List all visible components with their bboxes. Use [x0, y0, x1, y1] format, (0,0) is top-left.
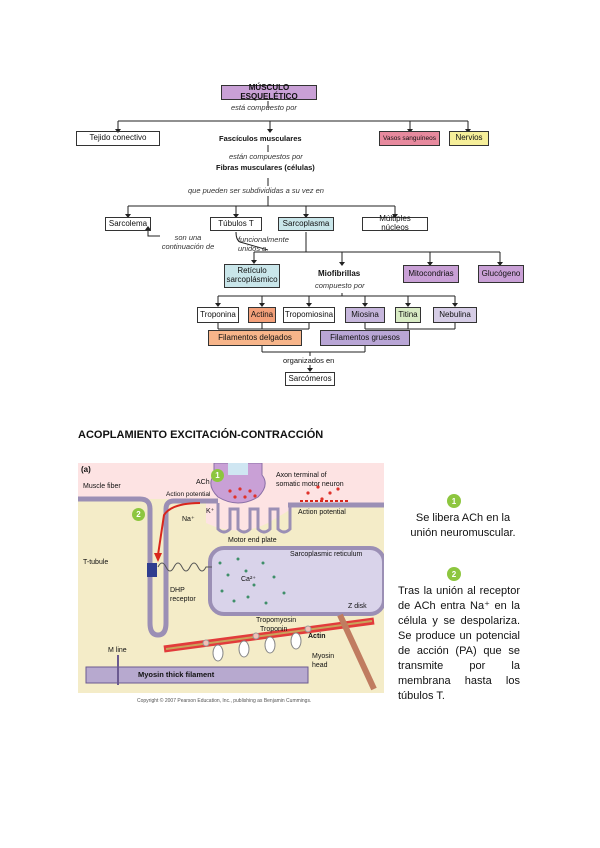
- label-t-tubule: T-tubule: [83, 559, 109, 566]
- ca-ions: [218, 557, 286, 605]
- dhp-receptor: [147, 563, 157, 577]
- node-titina: Titina: [395, 307, 421, 323]
- label-sarcoplasmic-reticulum: Sarcoplasmic reticulum: [290, 551, 363, 558]
- node-filamentos-delgados: Filamentos delgados: [208, 330, 302, 346]
- node-nervios: Nervios: [449, 131, 489, 146]
- tropomyosin-strand: [165, 620, 373, 650]
- section-title: ACOPLAMIENTO EXCITACIÓN-CONTRACCIÓN: [78, 429, 324, 441]
- troponin-units: [202, 625, 312, 647]
- node-vasos-sanguineos: Vasos sanguíneos: [379, 131, 440, 146]
- label-action-potential-right: Action potential: [298, 509, 346, 516]
- label-dhp-1: DHP: [170, 587, 185, 594]
- label-troponin: Troponin: [260, 626, 288, 633]
- node-sarcomeros: Sarcómeros: [285, 372, 335, 386]
- connector-subdivididas: que pueden ser subdivididas a su vez en: [188, 186, 324, 195]
- ec-coupling-figure: (a) Muscle fiber Action potential ACh Ax…: [78, 463, 384, 693]
- node-multiples-nucleos: Múltiples núcleos: [362, 214, 428, 232]
- axon-stalk: [228, 463, 248, 475]
- node-tejido-conectivo: Tejido conectivo: [76, 131, 160, 146]
- step-1-badge: 1: [447, 494, 461, 508]
- label-actin: Actin: [308, 633, 326, 640]
- sarcolemma: [78, 496, 218, 638]
- figure-svg: [78, 463, 384, 693]
- connector-compuesto-por: está compuesto por: [231, 103, 297, 112]
- action-potential-arrow: [157, 502, 201, 556]
- label-dhp-2: receptor: [170, 596, 196, 603]
- myosin-thick-filament: [85, 666, 309, 684]
- label-m-line: M line: [108, 647, 127, 654]
- label-k: K⁺: [206, 508, 215, 515]
- step-2-text: Tras la unión al receptor de ACh entra N…: [398, 585, 520, 702]
- label-na: Na⁺: [182, 516, 195, 523]
- node-filamentos-gruesos: Filamentos gruesos: [320, 330, 410, 346]
- label-axon-terminal-2: somatic motor neuron: [276, 481, 344, 488]
- connector-funcionalmente: funcionalmente unidos a: [238, 235, 289, 253]
- ryr-coil: [157, 562, 212, 572]
- node-fasciculos: Fascículos musculares: [219, 134, 302, 143]
- panel-label: (a): [81, 465, 91, 474]
- node-nebulina: Nebulina: [433, 307, 477, 323]
- label-ach: ACh: [196, 479, 210, 486]
- node-tropomiosina: Tropomiosina: [283, 307, 335, 323]
- axon-terminal: [210, 463, 266, 504]
- concept-map: MÚSCULO ESQUELÉTICO está compuesto por T…: [0, 0, 600, 400]
- particle-layer: [202, 485, 340, 662]
- label-myosin-thick-filament: Myosin thick filament: [138, 670, 215, 679]
- node-sarcoplasma: Sarcoplasma: [278, 217, 334, 231]
- concept-map-connectors: [115, 101, 503, 372]
- connector-estan-compuestos: están compuestos por: [229, 152, 303, 161]
- node-mitocondrias: Mitocondrias: [403, 265, 459, 283]
- label-muscle-fiber: Muscle fiber: [83, 483, 121, 490]
- figure-badge-2: 2: [132, 508, 145, 521]
- label-ca: Ca²⁺: [241, 576, 256, 583]
- ach-molecules: [228, 485, 340, 501]
- label-tropomyosin: Tropomyosin: [256, 617, 297, 624]
- label-myosin-head-1: Myosin: [312, 653, 335, 660]
- label-motor-end-plate: Motor end plate: [228, 537, 277, 544]
- node-reticulo-sarcoplasmico: Retículo sarcoplásmico: [224, 264, 280, 288]
- z-disk: [337, 613, 377, 691]
- node-miofibrillas: Miofibrillas: [318, 269, 361, 278]
- node-actina: Actina: [248, 307, 276, 323]
- node-fibras: Fibras musculares (células): [216, 163, 315, 172]
- label-myosin-head-2: head: [312, 662, 328, 669]
- node-sarcolema: Sarcolema: [105, 217, 151, 231]
- sarcoplasmic-reticulum: [208, 546, 384, 616]
- step-2-badge: 2: [447, 567, 461, 581]
- connector-compuesto-por-2: compuesto por: [315, 281, 365, 290]
- connector-continuacion: son una continuación de: [161, 233, 215, 251]
- motor-end-plate-folds: [216, 503, 292, 534]
- step-1-text: Se libera ACh en la unión neuromuscular.: [410, 512, 516, 539]
- figure-badge-1: 1: [211, 469, 224, 482]
- label-axon-terminal-1: Axon terminal of: [276, 472, 327, 479]
- node-glucogeno: Glucógeno: [478, 265, 524, 283]
- node-troponina: Troponina: [197, 307, 239, 323]
- node-tubulos-t: Túbulos T: [210, 217, 262, 231]
- connector-organizados: organizados en: [283, 356, 335, 365]
- label-action-potential: Action potential: [166, 491, 211, 498]
- node-miosina: Miosina: [345, 307, 385, 323]
- myosin-heads: [212, 632, 302, 662]
- action-potential-arrowhead: [154, 553, 162, 562]
- node-musculo-esqueletico: MÚSCULO ESQUELÉTICO: [221, 83, 317, 100]
- label-z-disk: Z disk: [348, 603, 367, 610]
- figure-copyright: Copyright © 2007 Pearson Education, Inc.…: [137, 698, 312, 704]
